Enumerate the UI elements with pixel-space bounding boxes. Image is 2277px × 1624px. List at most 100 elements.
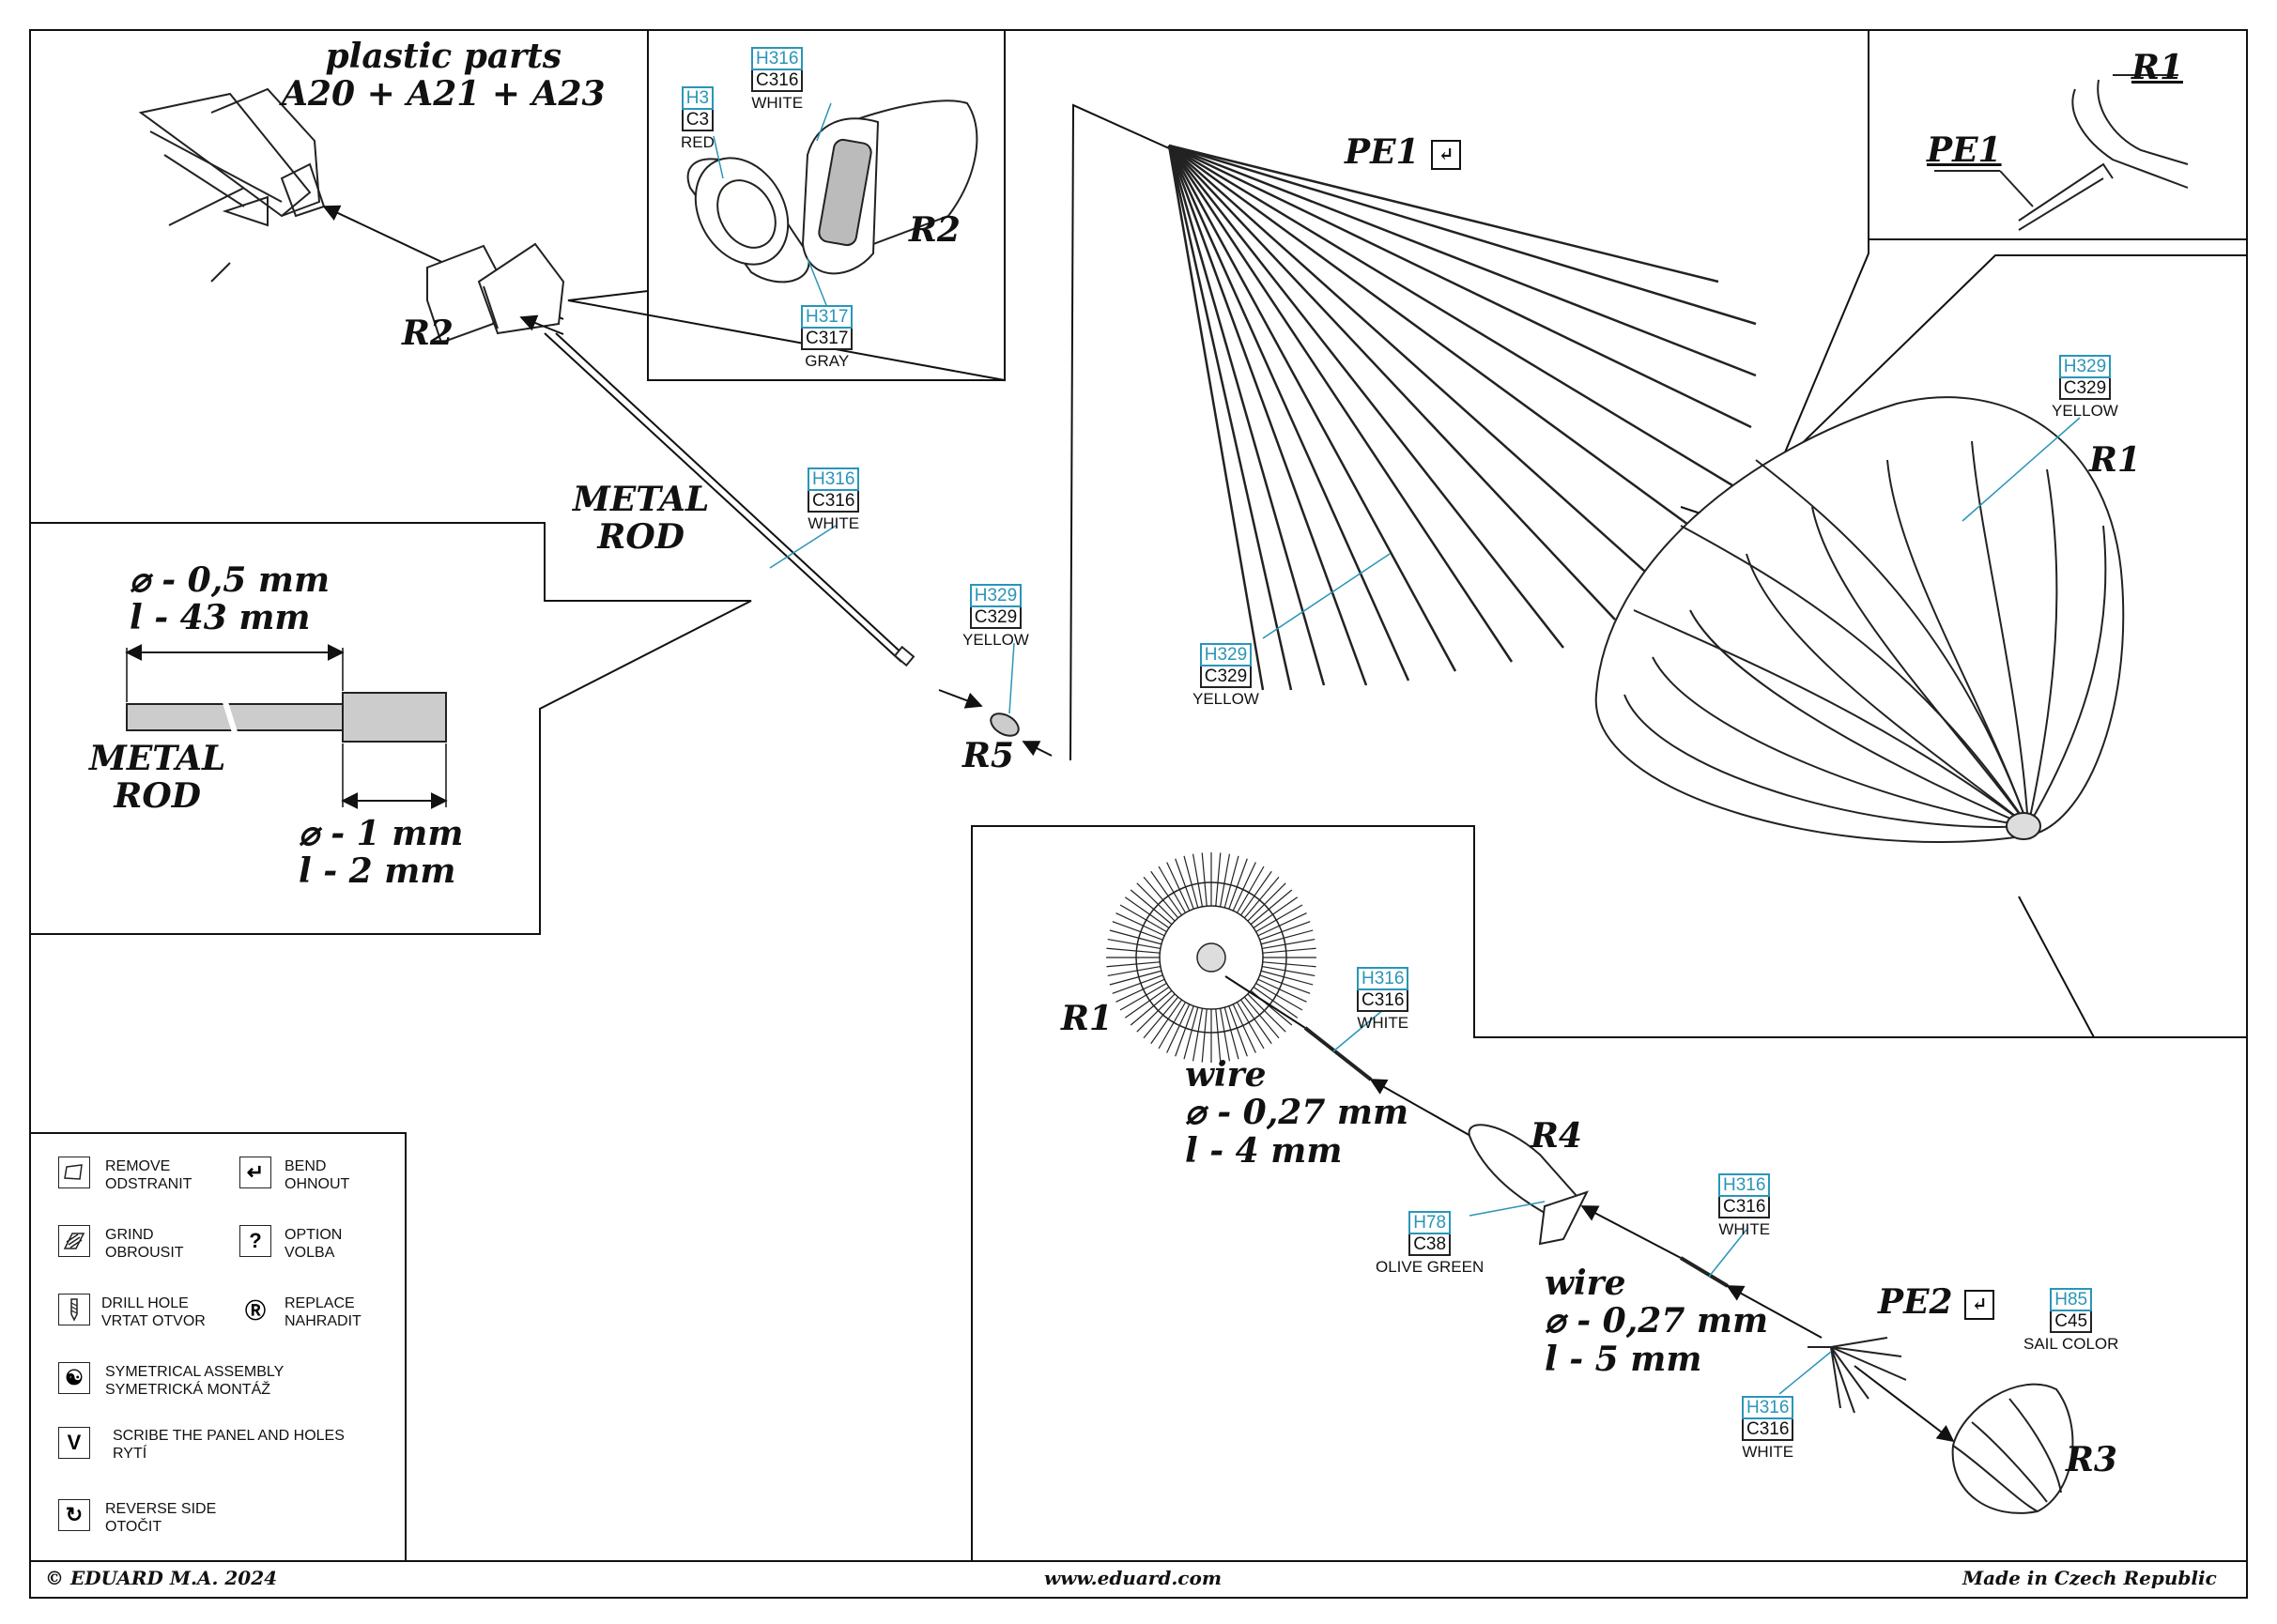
reverse-side-icon: ↻ [58,1499,90,1531]
paint-name: WHITE [1357,1014,1409,1032]
thick-rod-length: l - 2 mm [299,851,456,892]
paint-code-c: C329 [1199,666,1253,688]
paint-code-h: H316 [1718,1173,1771,1197]
r4-part-drawing [1468,1124,1589,1246]
legend-text: OBROUSIT [105,1245,184,1261]
metal-rod-inset-line-1: METAL [89,739,226,778]
thin-rod-length: l - 43 mm [130,598,311,638]
legend-text: OPTION [285,1227,343,1243]
metal-rod-line-2: ROD [597,517,685,558]
paint-code-c: C329 [969,607,1023,629]
paint-code-h: H329 [1199,643,1253,666]
part-label-r2-inset: R2 [909,210,961,250]
r1-cage-drawing [1594,396,2125,843]
r1-corner-drawing [1934,74,2189,231]
legend-text: GRIND [105,1227,154,1243]
metal-rod-inset-frame [30,522,752,935]
page-border [29,29,2248,1599]
pe1-spokes-drawing [1167,144,1757,691]
r2-part-drawing [426,242,565,345]
wire-1-title: wire [1185,1055,1267,1095]
part-label-r1-corner: R1 [2131,48,2183,87]
r5-part-drawing [990,712,1020,737]
paint-code-c: C329 [2058,378,2112,400]
paint-code-h: H317 [801,305,854,329]
paint-code-h: H329 [969,584,1023,607]
part-label-r4: R4 [1531,1116,1582,1156]
wire-2-diameter: ⌀ - 0,27 mm [1545,1301,1769,1341]
paint-code-h: H329 [2058,355,2112,378]
wire-1-diameter: ⌀ - 0,27 mm [1185,1093,1409,1133]
legend-text: ODSTRANIT [105,1176,192,1192]
wire-1-length: l - 4 mm [1185,1130,1343,1171]
paint-code-c: C45 [2050,1311,2093,1333]
paint-code-h: H316 [751,47,804,70]
symmetrical-assembly-icon: ☯ [58,1362,90,1394]
part-label-r1-fan: R1 [1061,999,1113,1038]
paint-code-h: H78 [1408,1211,1452,1234]
assembly-frame [971,825,2247,1561]
part-label-r1-cage: R1 [2089,440,2141,480]
paint-code-h: H316 [1357,967,1409,990]
scribe-icon: V [58,1427,90,1459]
legend-frame [29,1132,407,1562]
plastic-parts-note: plastic parts A20 + A21 + A23 [282,38,606,114]
thin-rod-dimensions: ⌀ - 0,5 mm l - 43 mm [130,561,330,637]
paint-code-h: H3 [681,86,715,110]
paint-name: YELLOW [1192,690,1259,708]
wire-1-note: wire ⌀ - 0,27 mm l - 4 mm [1185,1056,1408,1170]
paint-code-h: H85 [2050,1288,2093,1311]
r3-part-drawing [1951,1383,2074,1514]
paint-name: RED [681,133,715,151]
paint-name: YELLOW [2052,402,2118,420]
paint-name: WHITE [1742,1443,1794,1461]
legend-text: REVERSE SIDE [105,1501,217,1517]
paint-name: OLIVE GREEN [1376,1258,1485,1276]
remove-icon [58,1157,90,1188]
metal-rod-line-1: METAL [573,480,710,519]
bend-icon: ↵ [1964,1290,1995,1320]
metal-rod-inset-note: METAL ROD [89,740,225,816]
pe2-part-drawing [1808,1337,1907,1414]
thick-rod-drawing [342,692,447,743]
legend-text: SYMETRICKÁ MONTÁŽ [105,1382,271,1398]
wire-2-note: wire ⌀ - 0,27 mm l - 5 mm [1545,1264,1768,1378]
legend-text: NAHRADIT [285,1313,362,1329]
footer-copyright: © EDUARD M.A. 2024 [45,1567,278,1589]
paint-code-c: C317 [801,329,854,350]
thin-rod-diameter: ⌀ - 0,5 mm [130,560,331,600]
thin-rod-drawing [126,703,353,731]
pe2-text: PE2 [1878,1282,1953,1322]
legend-text: OHNOUT [285,1176,350,1192]
plastic-parts-title: plastic parts [325,37,562,76]
part-label-pe1: PE1 ↵ [1345,132,1462,172]
paint-name: WHITE [751,94,804,112]
replace-icon: Ⓡ [239,1294,271,1325]
paint-code-c: C316 [1742,1419,1794,1441]
paint-code-c: C316 [1357,990,1409,1012]
thick-rod-dimensions: ⌀ - 1 mm l - 2 mm [299,815,463,891]
paint-name: WHITE [1718,1220,1771,1238]
part-label-r3: R3 [2066,1440,2117,1479]
legend-text: RYTÍ [113,1446,147,1462]
pe1-text: PE1 [1345,132,1420,172]
paint-code-c: C316 [1718,1197,1771,1218]
part-label-r5: R5 [962,736,1014,775]
legend-text: VRTAT OTVOR [101,1313,206,1329]
footer-website[interactable]: www.eduard.com [1044,1567,1222,1589]
paint-name: GRAY [805,352,850,370]
